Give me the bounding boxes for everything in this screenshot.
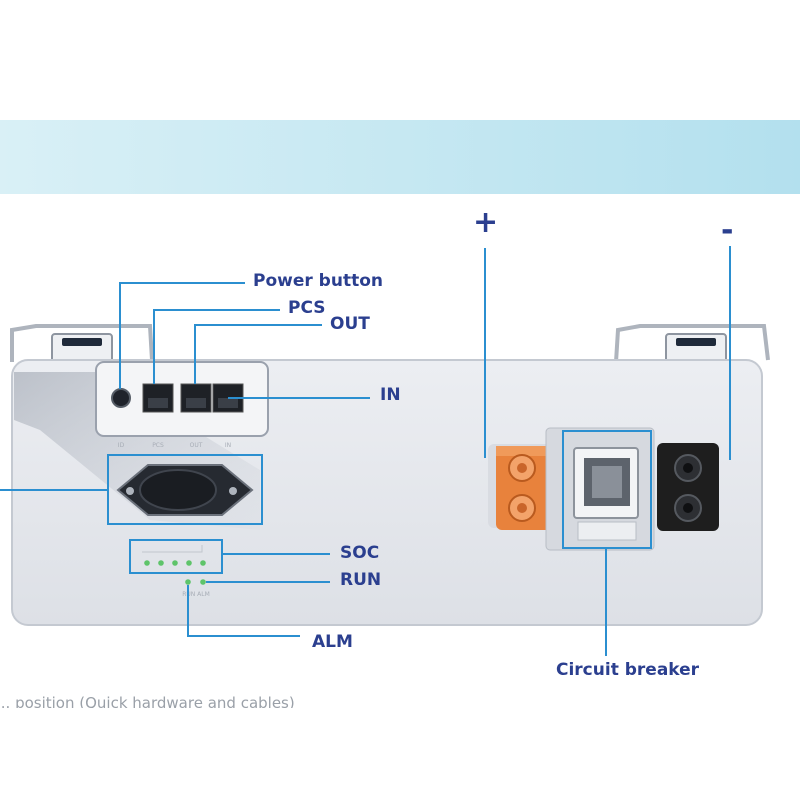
circuit-breaker-label: Circuit breaker	[556, 660, 700, 680]
header-banner	[0, 120, 800, 194]
run-led-icon	[200, 579, 206, 585]
ac-socket	[107, 454, 263, 525]
pcs-port-icon[interactable]	[142, 383, 174, 413]
negative-terminal	[657, 443, 719, 531]
out-port-icon[interactable]	[180, 383, 212, 413]
out-label: OUT	[330, 314, 370, 334]
alm-leader	[187, 585, 300, 637]
alm-label: ALM	[312, 632, 353, 652]
in-label: IN	[380, 385, 401, 405]
positive-terminal	[488, 444, 554, 530]
port-marking-id: ID	[118, 442, 125, 449]
positive-sign: +	[473, 205, 499, 240]
pcs-leader	[153, 309, 280, 384]
led-marking: RUN ALM	[182, 591, 210, 598]
right-handle	[614, 324, 770, 363]
port-panel: ID PCS OUT IN	[95, 361, 269, 449]
soc-led-indicator	[129, 539, 223, 574]
run-label: RUN	[340, 570, 382, 590]
power-button-icon[interactable]	[111, 388, 131, 408]
left-handle	[10, 324, 154, 363]
port-marking-out: OUT	[190, 442, 203, 449]
circuit-breaker[interactable]	[545, 427, 655, 551]
out-leader	[194, 324, 322, 384]
leader-lines	[0, 246, 731, 656]
pcs-label: PCS	[288, 298, 326, 318]
alm-led-icon	[185, 579, 191, 585]
negative-sign: -	[721, 213, 734, 248]
port-marking-pcs: PCS	[152, 442, 164, 449]
caption-text: ... position (Quick hardware and cables)	[0, 694, 295, 708]
port-marking-in: IN	[225, 442, 231, 449]
power-button-leader	[119, 282, 245, 389]
soc-label: SOC	[340, 543, 380, 563]
power-button-label: Power button	[253, 271, 383, 291]
